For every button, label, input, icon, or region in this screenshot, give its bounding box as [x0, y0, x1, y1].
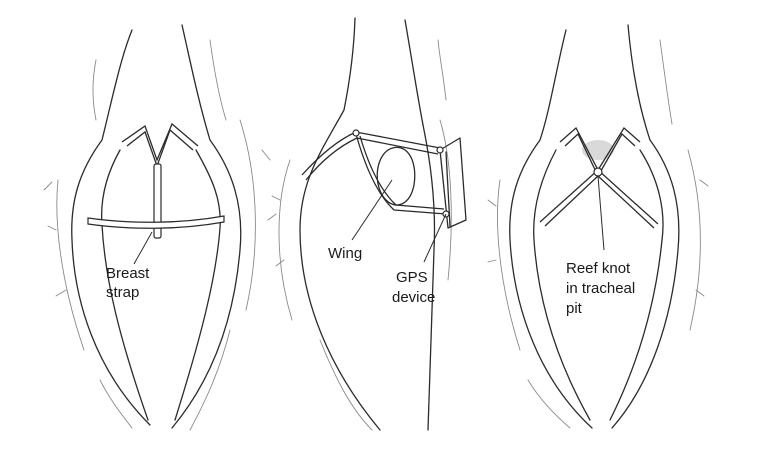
- panel-front-breast-strap: Breast strap: [44, 25, 276, 430]
- label-reef-knot-line1: Reef knot: [566, 260, 631, 277]
- label-gps-line2: device: [392, 289, 435, 306]
- panel-side-gps: Wing GPS device: [272, 18, 466, 430]
- body-contour-right: [175, 150, 220, 420]
- bird-front-outline-right: [612, 25, 679, 428]
- label-breast-strap-line1: Breast: [106, 265, 150, 282]
- label-breast-strap-line2: strap: [106, 284, 139, 301]
- neck-loop: [122, 124, 198, 160]
- label-reef-knot-line3: pit: [566, 300, 583, 317]
- bird-front-outline-left: [510, 30, 592, 428]
- panel-front-reef-knot: Reef knot in tracheal pit: [488, 25, 708, 428]
- reef-knot: [594, 168, 602, 176]
- label-reef-knot-line2: in tracheal: [566, 280, 635, 297]
- label-wing: Wing: [328, 245, 362, 262]
- label-gps-line1: GPS: [396, 269, 428, 286]
- bird-side-outline-front: [405, 20, 435, 430]
- fur-strokes-side: [272, 40, 451, 430]
- fur-strokes-front: [488, 40, 708, 428]
- harness-upper-strap: [302, 132, 440, 175]
- bird-side-outline-back: [300, 18, 380, 430]
